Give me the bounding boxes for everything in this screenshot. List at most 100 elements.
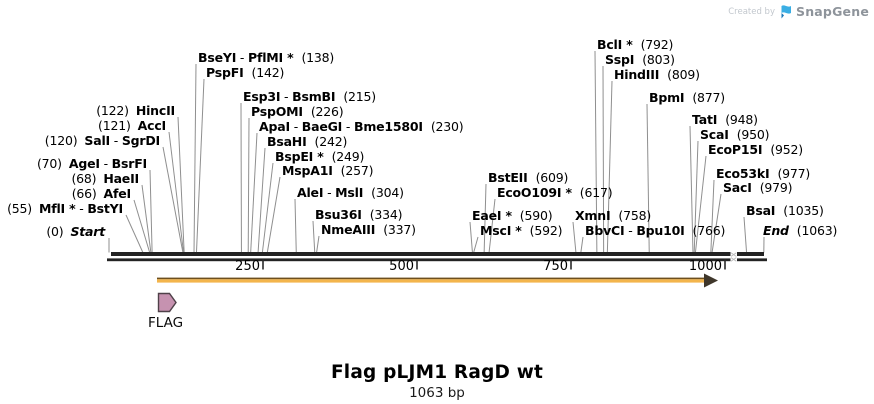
site-position: (592) — [529, 223, 563, 238]
site-label-scai: ScaI(950) — [700, 127, 770, 142]
leader-line — [711, 193, 722, 253]
site-label-mspa1i: MspA1I(257) — [282, 164, 373, 177]
orf-arrow — [157, 273, 718, 288]
site-label-bspei: BspEI * (249) — [275, 150, 364, 163]
site-position: (952) — [770, 142, 803, 157]
enzyme-names: End — [763, 223, 789, 238]
leader-line — [689, 125, 694, 253]
leader-line — [606, 80, 613, 253]
leader-line — [646, 103, 650, 253]
site-label-bsteii: BstEII(609) — [488, 171, 568, 184]
enzyme-names: ApaI - BaeGI - Bme1580I — [259, 119, 423, 134]
leader-line — [312, 220, 316, 253]
site-position: (257) — [340, 163, 374, 178]
enzyme-names: BsaHI — [267, 134, 307, 149]
site-position: (337) — [383, 222, 416, 237]
ruler-tick-label: 500 — [389, 259, 414, 274]
leader-line — [133, 199, 151, 253]
enzyme-names: AgeI - BsrFI — [68, 156, 147, 171]
site-label-nmeaiii: NmeAIII (337) — [321, 223, 416, 236]
enzyme-names: Esp3I - BsmBI — [243, 89, 336, 104]
leader-line — [316, 235, 320, 253]
site-position: (334) — [369, 207, 403, 222]
title-block: Flag pLJM1 RagD wt 1063 bp — [0, 362, 874, 401]
enzyme-names: AccI — [137, 118, 167, 133]
leader-line — [469, 221, 473, 253]
enzyme-names: BseYI - PflMI * — [198, 50, 294, 65]
enzyme-names: EcoO109I * — [497, 185, 572, 200]
site-label-ecop15i: EcoP15I (952) — [708, 143, 803, 156]
site-label-bsai: BsaI(1035) — [746, 204, 824, 217]
enzyme-names: AfeI — [103, 186, 132, 201]
enzyme-names: BspEI * — [275, 149, 324, 164]
site-label-bpmi: BpmI(877) — [649, 91, 725, 104]
site-position: (617) — [579, 185, 613, 200]
site-position: (979) — [759, 180, 793, 195]
enzyme-names: NmeAIII — [321, 222, 376, 237]
site-position: (66) — [71, 186, 97, 201]
site-position: (792) — [640, 37, 674, 52]
site-label-hindiii: HindIII(809) — [614, 68, 700, 81]
leader-line — [594, 50, 598, 253]
leader-line — [168, 131, 185, 253]
plasmid-title: Flag pLJM1 RagD wt — [330, 362, 544, 383]
site-position: (249) — [331, 149, 365, 164]
enzyme-names: SacI — [723, 180, 752, 195]
feature-label: FLAG — [148, 315, 184, 331]
site-position: (242) — [314, 134, 348, 149]
site-position: (877) — [692, 90, 725, 105]
site-label-eaei: EaeI *(590) — [472, 208, 553, 223]
site-position: (304) — [371, 185, 404, 200]
site-position: (1035) — [783, 203, 824, 218]
leader-line — [483, 183, 487, 253]
leader-line — [266, 176, 281, 253]
leader-line — [294, 198, 297, 253]
enzyme-names: Eco53kI — [716, 166, 770, 181]
site-label-bsahi: BsaHI (242) — [267, 135, 347, 148]
site-label-start: (0)Start — [46, 225, 105, 238]
site-position: (809) — [667, 67, 700, 82]
site-position: (120) — [44, 133, 78, 148]
site-label-alei: AleI - MslI(304) — [297, 186, 404, 199]
enzyme-names: SspI — [605, 52, 635, 67]
leader-line — [162, 146, 184, 253]
leader-line — [250, 132, 258, 253]
enzyme-names: MscI * — [480, 223, 522, 238]
ruler-tick-label: 1000 — [688, 259, 722, 274]
enzyme-names: Start — [70, 224, 105, 239]
enzyme-names: SalI - SgrDI — [84, 133, 160, 148]
ruler-tick-label: 250 — [235, 259, 260, 274]
site-label-pspomi: PspOMI(226) — [251, 105, 344, 118]
created-by-text: Created by — [728, 6, 775, 17]
enzyme-names: MflI * - BstYI — [38, 201, 123, 216]
enzyme-names: TatI — [692, 112, 718, 127]
leader-line — [177, 116, 185, 253]
site-label-xmni: XmnI (758) — [575, 209, 651, 222]
sequence-break-mark — [730, 250, 737, 263]
site-label-eco53ki: Eco53kI(977) — [716, 167, 810, 180]
sequence-bar-bottom — [107, 258, 767, 262]
snapgene-watermark: Created by SnapGene — [728, 4, 869, 19]
enzyme-names: ScaI — [700, 127, 729, 142]
leader-line — [141, 184, 152, 253]
site-position: (609) — [535, 170, 569, 185]
leader-line — [580, 236, 584, 253]
enzyme-names: XmnI — [575, 208, 611, 223]
site-position: (758) — [618, 208, 652, 223]
site-position: (948) — [725, 112, 758, 127]
site-position: (68) — [71, 171, 97, 186]
snapgene-brand-text: SnapGene — [796, 4, 869, 19]
site-position: (122) — [96, 103, 129, 118]
enzyme-names: Bsu36I — [315, 207, 362, 222]
enzyme-names: BclI * — [597, 37, 633, 52]
site-label-bbvci: BbvCI - Bpu10I(766) — [585, 224, 725, 237]
site-label-msci: MscI * (592) — [480, 224, 562, 237]
enzyme-names: EcoP15I — [708, 142, 763, 157]
leader-line — [743, 216, 748, 253]
site-position: (590) — [519, 208, 553, 223]
site-label-hincii: (122)HincII — [96, 104, 175, 117]
site-label-esp3i: Esp3I - BsmBI(215) — [243, 90, 376, 103]
site-position: (55) — [7, 201, 32, 216]
